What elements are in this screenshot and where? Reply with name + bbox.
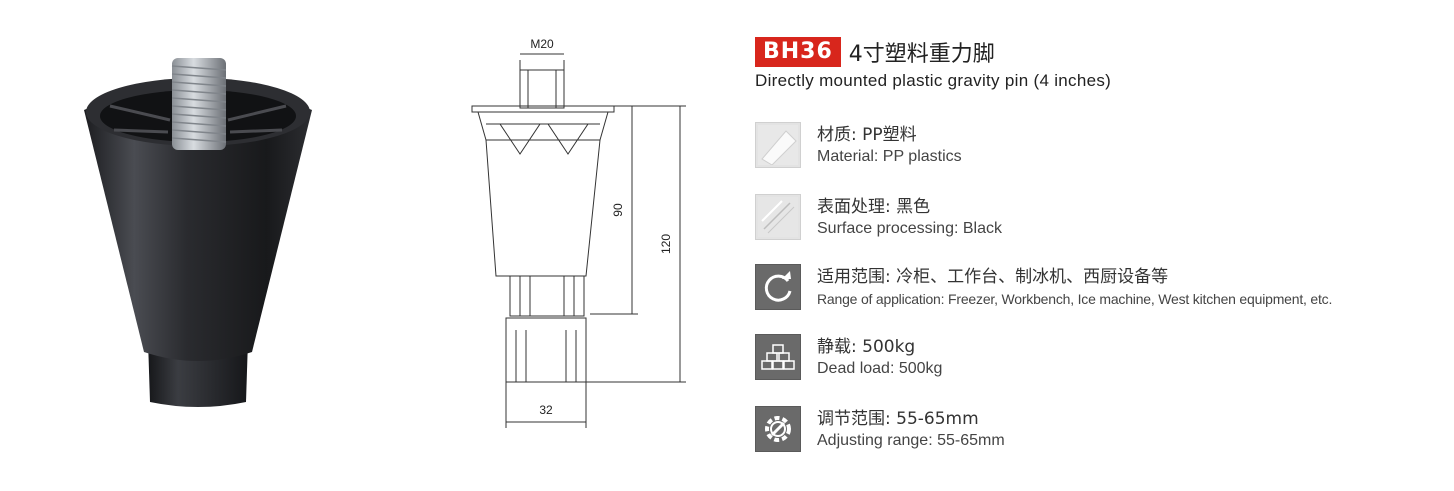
dim-thread: M20 (530, 37, 554, 51)
spec-material-cn: 材质: PP塑料 (817, 125, 917, 145)
product-title-en: Directly mounted plastic gravity pin (4 … (755, 71, 1112, 90)
stacked-bricks-icon (755, 334, 801, 380)
dim-total-height: 120 (659, 234, 673, 254)
spec-application: 适用范围: 冷柜、工作台、制冰机、西厨设备等 Range of applicat… (755, 264, 1332, 310)
spec-material: 材质: PP塑料 Material: PP plastics (755, 122, 962, 168)
spec-dead-load-cn: 静载: 500kg (817, 337, 916, 357)
spec-surface-en: Surface processing: Black (817, 220, 1002, 237)
spec-dead-load: 静载: 500kg Dead load: 500kg (755, 334, 942, 380)
spec-adjusting-range-en: Adjusting range: 55-65mm (817, 432, 1005, 449)
product-code-badge: BH36 (755, 37, 841, 67)
spec-surface: 表面处理: 黑色 Surface processing: Black (755, 194, 1002, 240)
product-photo (84, 58, 312, 407)
spec-material-en: Material: PP plastics (817, 148, 962, 165)
spec-application-en: Range of application: Freezer, Workbench… (817, 291, 1333, 307)
dim-body-height: 90 (611, 203, 625, 217)
spec-surface-cn: 表面处理: 黑色 (817, 197, 931, 217)
spec-adjusting-range: 调节范围: 55-65mm Adjusting range: 55-65mm (755, 406, 1005, 452)
spec-dead-load-en: Dead load: 500kg (817, 360, 943, 377)
gear-wrench-icon (755, 406, 801, 452)
spec-adjusting-range-cn: 调节范围: 55-65mm (817, 409, 979, 429)
product-info: BH36 4寸塑料重力脚 Directly mounted plastic gr… (755, 36, 1435, 452)
spec-application-cn: 适用范围: 冷柜、工作台、制冰机、西厨设备等 (817, 267, 1169, 287)
surface-finish-icon (755, 194, 801, 240)
technical-drawing: M20 90 120 32 (471, 37, 686, 428)
material-swatch-icon (755, 122, 801, 168)
product-title-cn: 4寸塑料重力脚 (848, 42, 995, 67)
dim-base-width: 32 (539, 403, 553, 417)
circular-arrow-icon (755, 264, 801, 310)
title-row: BH36 4寸塑料重力脚 (755, 36, 1435, 68)
